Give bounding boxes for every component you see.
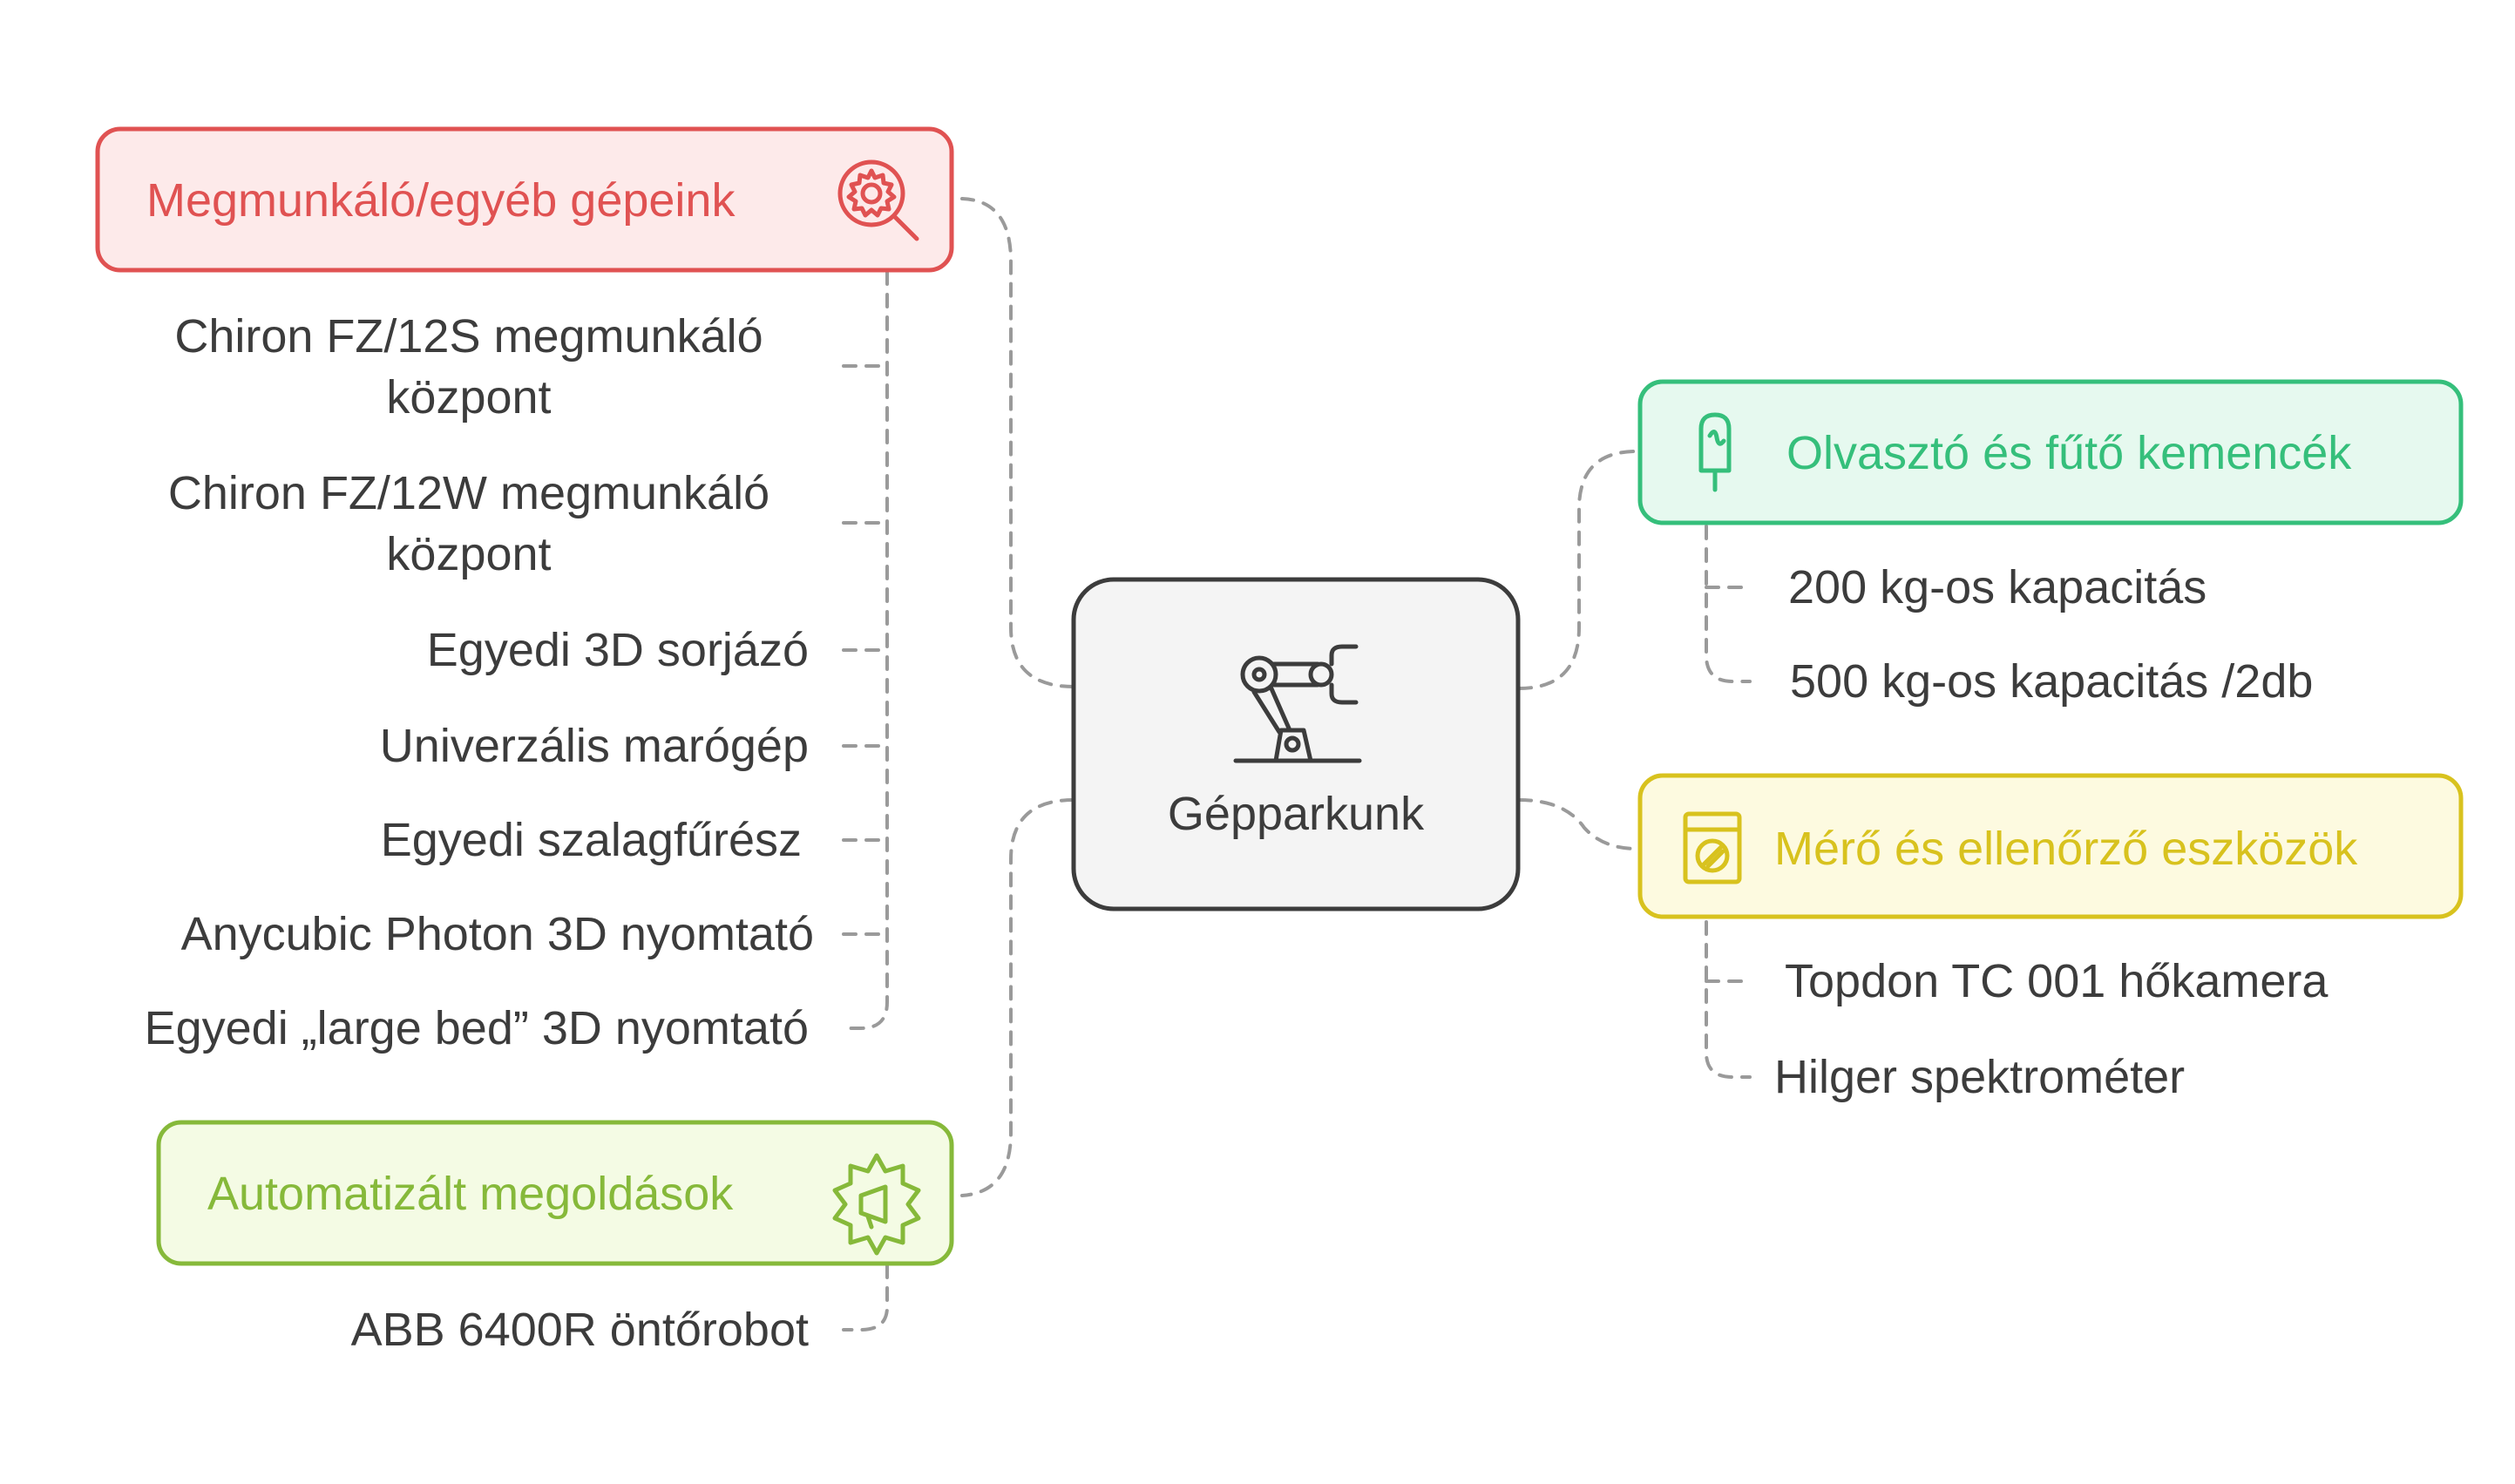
gear-megaphone-icon (832, 1153, 921, 1256)
connector-center-furnaces (1517, 450, 1638, 690)
connector-center-automation (960, 798, 1075, 1197)
list-item: Univerzális marógép (380, 720, 809, 772)
center-node[interactable]: Gépparkunk (1071, 577, 1521, 911)
branch-furnaces-title: Olvasztó és fűtő kemencék (1786, 427, 2352, 479)
list-item: Chiron FZ/12S megmunkáló (174, 310, 763, 363)
branch-measurement[interactable]: Mérő és ellenőrző eszközök (1637, 773, 2464, 919)
list-item: 500 kg-os kapacitás /2db (1790, 655, 2313, 708)
robot-arm-icon (1233, 644, 1362, 763)
connector-center-measurement (1517, 798, 1638, 850)
machining-items: Chiron FZ/12S megmunkáló központ Chiron … (145, 310, 814, 1054)
branch-automation-title: Automatizált megoldások (207, 1168, 734, 1220)
list-item: Topdon TC 001 hőkamera (1785, 955, 2329, 1007)
connector-furnaces-spine (1705, 525, 1752, 683)
list-item: Hilger spektrométer (1774, 1051, 2185, 1103)
connector-automation-item-1 (842, 1264, 889, 1332)
connector-measurement-spine (1705, 920, 1752, 1079)
list-item: Anycubic Photon 3D nyomtató (181, 908, 814, 960)
heating-element-icon (1698, 412, 1732, 492)
connector-machining-spine (842, 270, 889, 1030)
connector-center-machining (960, 197, 1075, 688)
connectors (842, 197, 1752, 1332)
list-item-cont: központ (386, 528, 551, 580)
branch-measurement-title: Mérő és ellenőrző eszközök (1774, 823, 2358, 875)
measuring-device-icon (1683, 811, 1742, 884)
branch-machining-title: Megmunkáló/egyéb gépeink (146, 174, 736, 227)
list-item: 200 kg-os kapacitás (1788, 561, 2207, 613)
gear-search-icon (837, 159, 919, 241)
center-label: Gépparkunk (1168, 788, 1425, 840)
branch-automation[interactable]: Automatizált megoldások (156, 1120, 954, 1266)
branch-machining[interactable]: Megmunkáló/egyéb gépeink (95, 126, 954, 273)
list-item: ABB 6400R öntőrobot (351, 1304, 809, 1356)
list-item: Egyedi „large bed” 3D nyomtató (145, 1002, 809, 1054)
list-item: Chiron FZ/12W megmunkáló (168, 467, 769, 519)
branch-furnaces[interactable]: Olvasztó és fűtő kemencék (1637, 379, 2464, 525)
list-item: Egyedi 3D sorjázó (427, 624, 809, 676)
list-item: Egyedi szalagfűrész (381, 814, 802, 866)
list-item-cont: központ (386, 371, 551, 424)
